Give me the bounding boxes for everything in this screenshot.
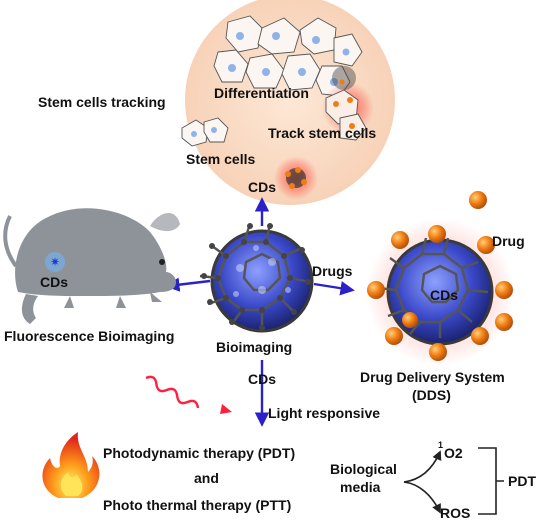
label-ptt-full: Photo thermal therapy (PTT) bbox=[103, 497, 291, 513]
fluorescence-star-icon: ✷ bbox=[50, 255, 60, 269]
label-stem-cells-tracking: Stem cells tracking bbox=[38, 94, 166, 110]
label-light-responsive: Light responsive bbox=[268, 405, 380, 421]
dds-particle bbox=[366, 191, 514, 366]
flame-icon bbox=[42, 432, 100, 498]
label-and: and bbox=[194, 470, 219, 486]
mouse-icon bbox=[3, 208, 180, 324]
label-fluorescence-bioimaging: Fluorescence Bioimaging bbox=[4, 328, 174, 344]
drug-ball-icon bbox=[367, 225, 513, 361]
label-o2: O2 bbox=[444, 445, 463, 461]
label-track-stem-cells: Track stem cells bbox=[268, 125, 376, 141]
arrow-to-ros bbox=[403, 481, 441, 514]
label-cds-top: CDs bbox=[248, 179, 276, 195]
label-o2-superscript: 1 bbox=[438, 440, 443, 450]
arrow-right bbox=[313, 281, 355, 296]
label-differentiation: Differentiation bbox=[214, 85, 309, 101]
label-cds-light: CDs bbox=[248, 371, 276, 387]
fullerene-icon bbox=[199, 223, 314, 333]
label-pdt-full: Photodynamic therapy (PDT) bbox=[103, 445, 295, 461]
label-cds-dds: CDs bbox=[430, 287, 458, 303]
label-drug: Drug bbox=[492, 233, 525, 249]
wavy-light-arrowhead bbox=[220, 404, 232, 414]
label-drugs: Drugs bbox=[312, 263, 353, 279]
label-biological: Biological bbox=[330, 461, 397, 477]
label-media: media bbox=[340, 479, 381, 495]
label-stem-cells: Stem cells bbox=[186, 151, 255, 167]
stem-cell-panel bbox=[181, 0, 395, 205]
tracked-cells-icon bbox=[322, 66, 374, 141]
label-dds: (DDS) bbox=[412, 387, 451, 403]
fluorescence-spot bbox=[45, 252, 65, 272]
pdt-bracket bbox=[478, 447, 504, 515]
label-drug-delivery-system: Drug Delivery System bbox=[360, 369, 505, 385]
stem-cells-icon bbox=[181, 117, 229, 147]
cds-cluster-icon bbox=[274, 156, 318, 200]
arrow-to-o2 bbox=[403, 450, 442, 483]
wavy-light-icon bbox=[145, 375, 200, 409]
label-pdt-short: PDT bbox=[508, 473, 536, 489]
drug-ball-legend-icon bbox=[469, 191, 487, 209]
label-bioimaging: Bioimaging bbox=[216, 339, 292, 355]
label-cds-mouse: CDs bbox=[40, 274, 68, 290]
label-ros: ROS bbox=[440, 505, 470, 521]
